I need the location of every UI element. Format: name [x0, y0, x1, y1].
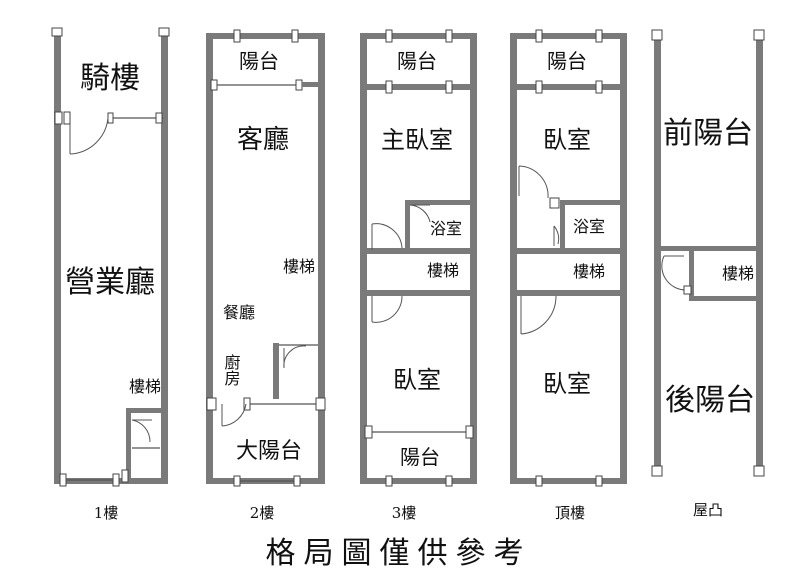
- room-label-stairs: 樓梯: [722, 264, 754, 283]
- floor-caption-roof: 屋凸: [693, 501, 723, 519]
- floor-plan-top: 陽台 臥室 浴室 樓梯 臥室 頂樓: [510, 29, 627, 522]
- room-label-bedroom-back: 臥室: [543, 370, 591, 398]
- room-label-balcony: 陽台: [239, 49, 279, 73]
- room-label-balcony-back: 陽台: [400, 445, 440, 469]
- room-label-bedroom-front: 臥室: [543, 126, 591, 154]
- room-label-living-room: 客廳: [237, 125, 289, 155]
- disclaimer-note: 格局圖僅供參考: [265, 536, 532, 571]
- room-label-bedroom: 臥室: [393, 366, 441, 394]
- room-label-master-bedroom: 主臥室: [381, 126, 453, 154]
- room-label-stairs: 樓梯: [573, 262, 605, 281]
- floor-caption-2f: 2樓: [250, 504, 275, 522]
- room-label-front-balcony: 前陽台: [663, 116, 753, 151]
- room-label-big-balcony: 大陽台: [236, 439, 302, 464]
- room-label-back-balcony: 後陽台: [665, 383, 755, 418]
- floor-plan-1f: 騎樓 營業廳 樓梯 1樓: [51, 27, 170, 522]
- room-label-dining: 餐廳: [223, 303, 255, 322]
- room-label-kitchen: 廚房: [222, 353, 241, 387]
- room-label-bathroom: 浴室: [573, 217, 605, 236]
- floor-caption-1f: 1樓: [94, 504, 119, 522]
- room-label-business-hall: 營業廳: [65, 265, 155, 300]
- room-label-stairs: 樓梯: [427, 261, 459, 280]
- room-label-bathroom: 浴室: [430, 219, 462, 238]
- floor-plan-3f: 陽台 主臥室 浴室 樓梯 臥室 陽台 3樓: [360, 29, 477, 522]
- room-label-balcony-front: 陽台: [397, 49, 437, 73]
- room-label-balcony: 陽台: [547, 49, 587, 73]
- room-label-stairs: 樓梯: [283, 257, 315, 276]
- floor-caption-3f: 3樓: [392, 504, 417, 522]
- room-label-arcade: 騎樓: [80, 61, 140, 96]
- floor-plan-roof: 前陽台 樓梯 後陽台 屋凸: [651, 29, 765, 519]
- floor-caption-top: 頂樓: [555, 504, 585, 522]
- room-label-stairs: 樓梯: [129, 377, 161, 396]
- floor-plan-2f: 陽台 客廳 樓梯 餐廳 廚房 大陽台 2樓: [206, 29, 326, 522]
